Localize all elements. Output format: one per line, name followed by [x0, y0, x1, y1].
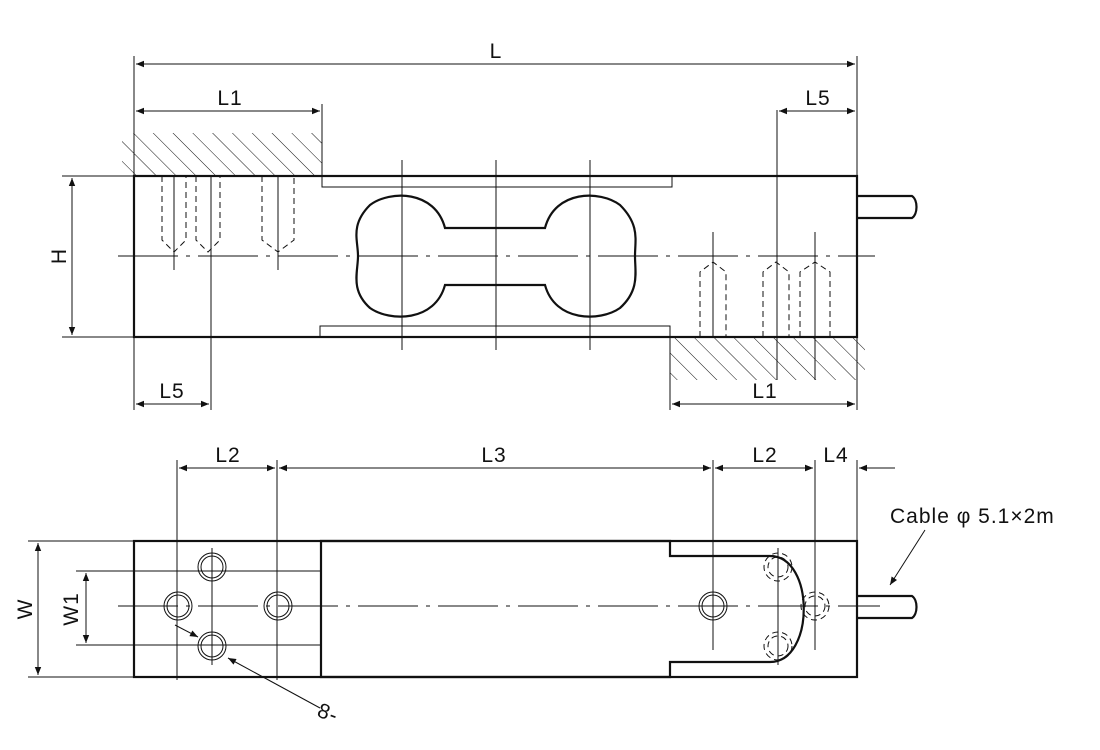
dim-L4-label: L4 — [823, 444, 848, 467]
threaded-holes-left — [161, 176, 295, 410]
cable-bottom — [857, 594, 918, 620]
dim-L3-label: L3 — [481, 444, 506, 467]
mounting-holes-left — [163, 552, 293, 661]
seal-strip-top — [321, 175, 673, 188]
seal-strip-bottom — [319, 325, 671, 338]
sealed-area — [319, 539, 805, 679]
hole-leader — [227, 657, 321, 709]
bending-beam-cutout — [355, 194, 637, 318]
dim-L1-bottom-label: L1 — [752, 380, 777, 403]
dim-L1-top-label: L1 — [217, 87, 242, 110]
dim-L2-left-label: L2 — [215, 444, 240, 467]
cable-leader — [889, 529, 926, 586]
cable-side — [857, 194, 918, 220]
load-cell-bottom — [132, 539, 859, 679]
mounting-holes-right — [698, 552, 830, 661]
dim-L2-right-label: L2 — [752, 444, 777, 467]
side-view: L L1 L5 H L5 L1 — [48, 40, 918, 410]
bottom-view: L2 L3 L2 L4 W W1 Cable φ 5.1×2m 8- — [14, 444, 1055, 728]
mount-hatch-right — [670, 337, 865, 380]
dim-L5-bottom-label: L5 — [159, 380, 184, 403]
dim-L5-top-label: L5 — [805, 87, 830, 110]
mount-hatch-left — [122, 133, 322, 176]
cable-spec-label: Cable φ 5.1×2m — [890, 505, 1055, 528]
dim-W-label: W — [14, 599, 37, 620]
hole-count-label: 8- — [314, 699, 341, 728]
dim-W1-label: W1 — [60, 592, 83, 626]
dim-L-label: L — [490, 40, 503, 63]
threaded-holes-right — [699, 110, 831, 380]
dim-H-label: H — [48, 248, 71, 264]
